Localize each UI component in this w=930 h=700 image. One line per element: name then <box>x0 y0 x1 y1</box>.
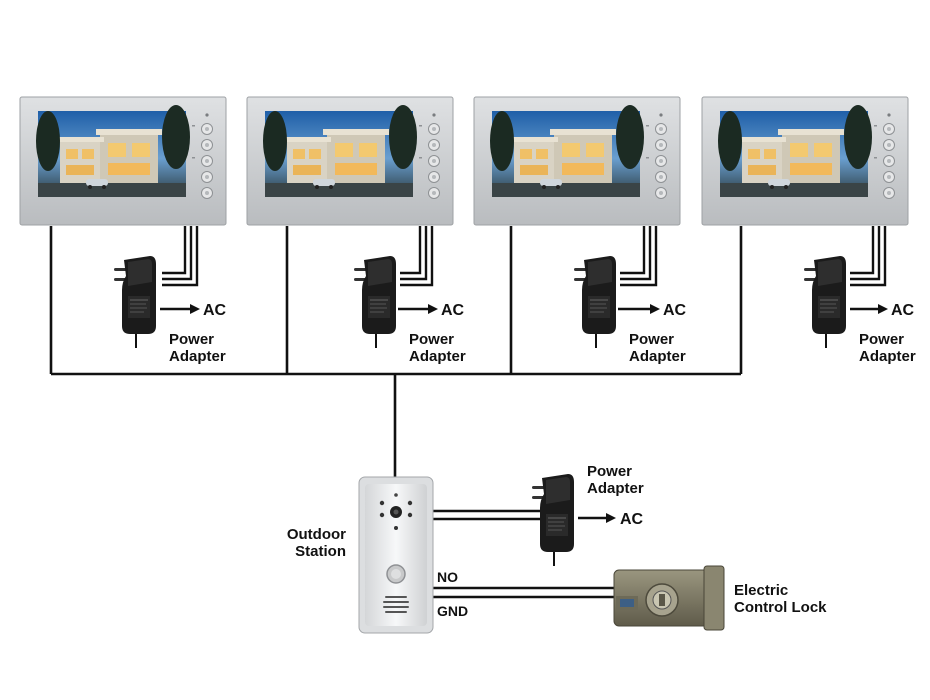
power-adapter-label-line1: Power <box>169 331 214 348</box>
ac-label: AC <box>663 302 687 319</box>
power-adapter-icon <box>113 255 157 349</box>
outdoor-station-icon <box>358 476 434 634</box>
arrow-right-icon <box>190 304 200 314</box>
gnd-label: GND <box>437 603 468 619</box>
arrow-right-icon <box>606 513 616 523</box>
indoor-monitor-1 <box>19 96 227 226</box>
power-adapter-label-line2: Adapter <box>859 348 916 365</box>
indoor-monitor-2 <box>246 96 454 226</box>
outdoor-station-label-line2: Station <box>295 543 346 560</box>
power-adapter-label-line2: Adapter <box>409 348 466 365</box>
ac-label: AC <box>891 302 915 319</box>
power-adapter-label-line2: Adapter <box>587 480 644 497</box>
power-adapter-icon <box>353 255 397 349</box>
no-label: NO <box>437 569 458 585</box>
arrow-right-icon <box>650 304 660 314</box>
station-wires <box>433 509 618 599</box>
power-adapter-label-line2: Adapter <box>629 348 686 365</box>
ac-label: AC <box>441 302 465 319</box>
lock-label-line2: Control Lock <box>734 599 827 616</box>
ac-label: AC <box>203 302 227 319</box>
bus-wires <box>49 226 743 478</box>
arrow-right-icon <box>428 304 438 314</box>
indoor-monitor-4 <box>701 96 909 226</box>
arrow-right-icon <box>878 304 888 314</box>
power-adapter-label-line2: Adapter <box>169 348 226 365</box>
indoor-monitor-3 <box>473 96 681 226</box>
electric-lock-icon <box>613 565 725 631</box>
power-adapter-label-line1: Power <box>409 331 454 348</box>
power-adapter-icon <box>803 255 847 349</box>
lock-label-line1: Electric <box>734 582 788 599</box>
power-adapter-label-line1: Power <box>629 331 674 348</box>
outdoor-station-label-line1: Outdoor <box>287 526 346 543</box>
adapter-wires <box>162 226 887 287</box>
power-adapter-label-line1: Power <box>859 331 904 348</box>
ac-arrows <box>160 307 880 520</box>
power-adapter-label-line1: Power <box>587 463 632 480</box>
power-adapter-icon <box>573 255 617 349</box>
ac-label: AC <box>620 511 644 528</box>
